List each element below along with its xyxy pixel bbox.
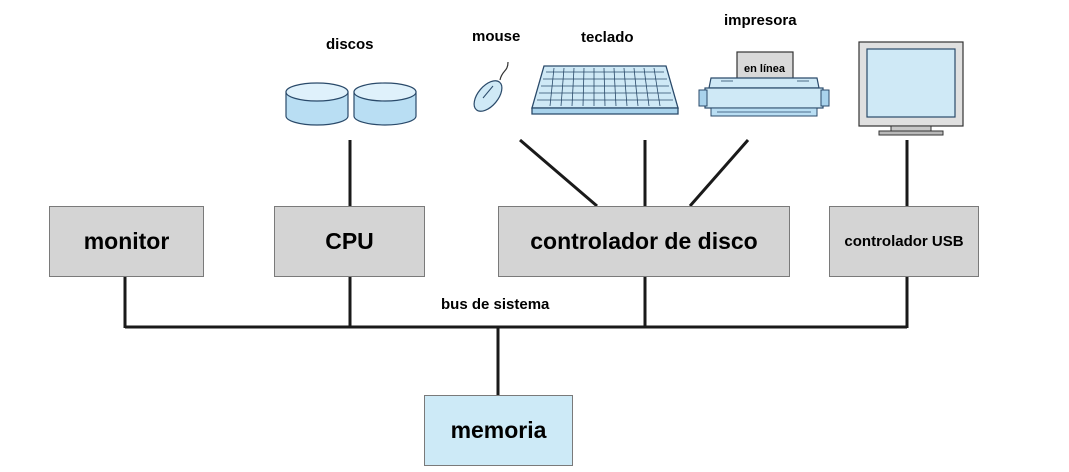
keyboard-icon xyxy=(531,65,679,115)
disk-icon xyxy=(285,82,417,126)
printer-icon xyxy=(698,51,830,117)
monitor-label: monitor xyxy=(83,228,170,254)
keyboard-label: teclado xyxy=(581,29,634,46)
usb-controller-box: controlador USB xyxy=(829,206,979,277)
printer-to-disk-controller-line xyxy=(688,139,750,207)
cpu-label: CPU xyxy=(325,228,374,254)
memory-label: memoria xyxy=(450,417,547,443)
cpu-box: CPU xyxy=(274,206,425,277)
disk-controller-label: controlador de disco xyxy=(530,228,758,254)
printer-status-label: en línea xyxy=(744,63,785,75)
system-bus-label: bus de sistema xyxy=(441,296,550,313)
mouse-to-disk-controller-line xyxy=(519,138,598,208)
disks-label: discos xyxy=(326,36,374,53)
usb-controller-label: controlador USB xyxy=(844,233,964,250)
mouse-icon xyxy=(473,61,509,112)
disk-controller-box: controlador de disco xyxy=(498,206,790,277)
display-icon xyxy=(858,41,964,136)
mouse-label: mouse xyxy=(472,28,521,45)
printer-label: impresora xyxy=(724,12,797,29)
memory-box: memoria xyxy=(424,395,573,466)
monitor-box: monitor xyxy=(49,206,204,277)
